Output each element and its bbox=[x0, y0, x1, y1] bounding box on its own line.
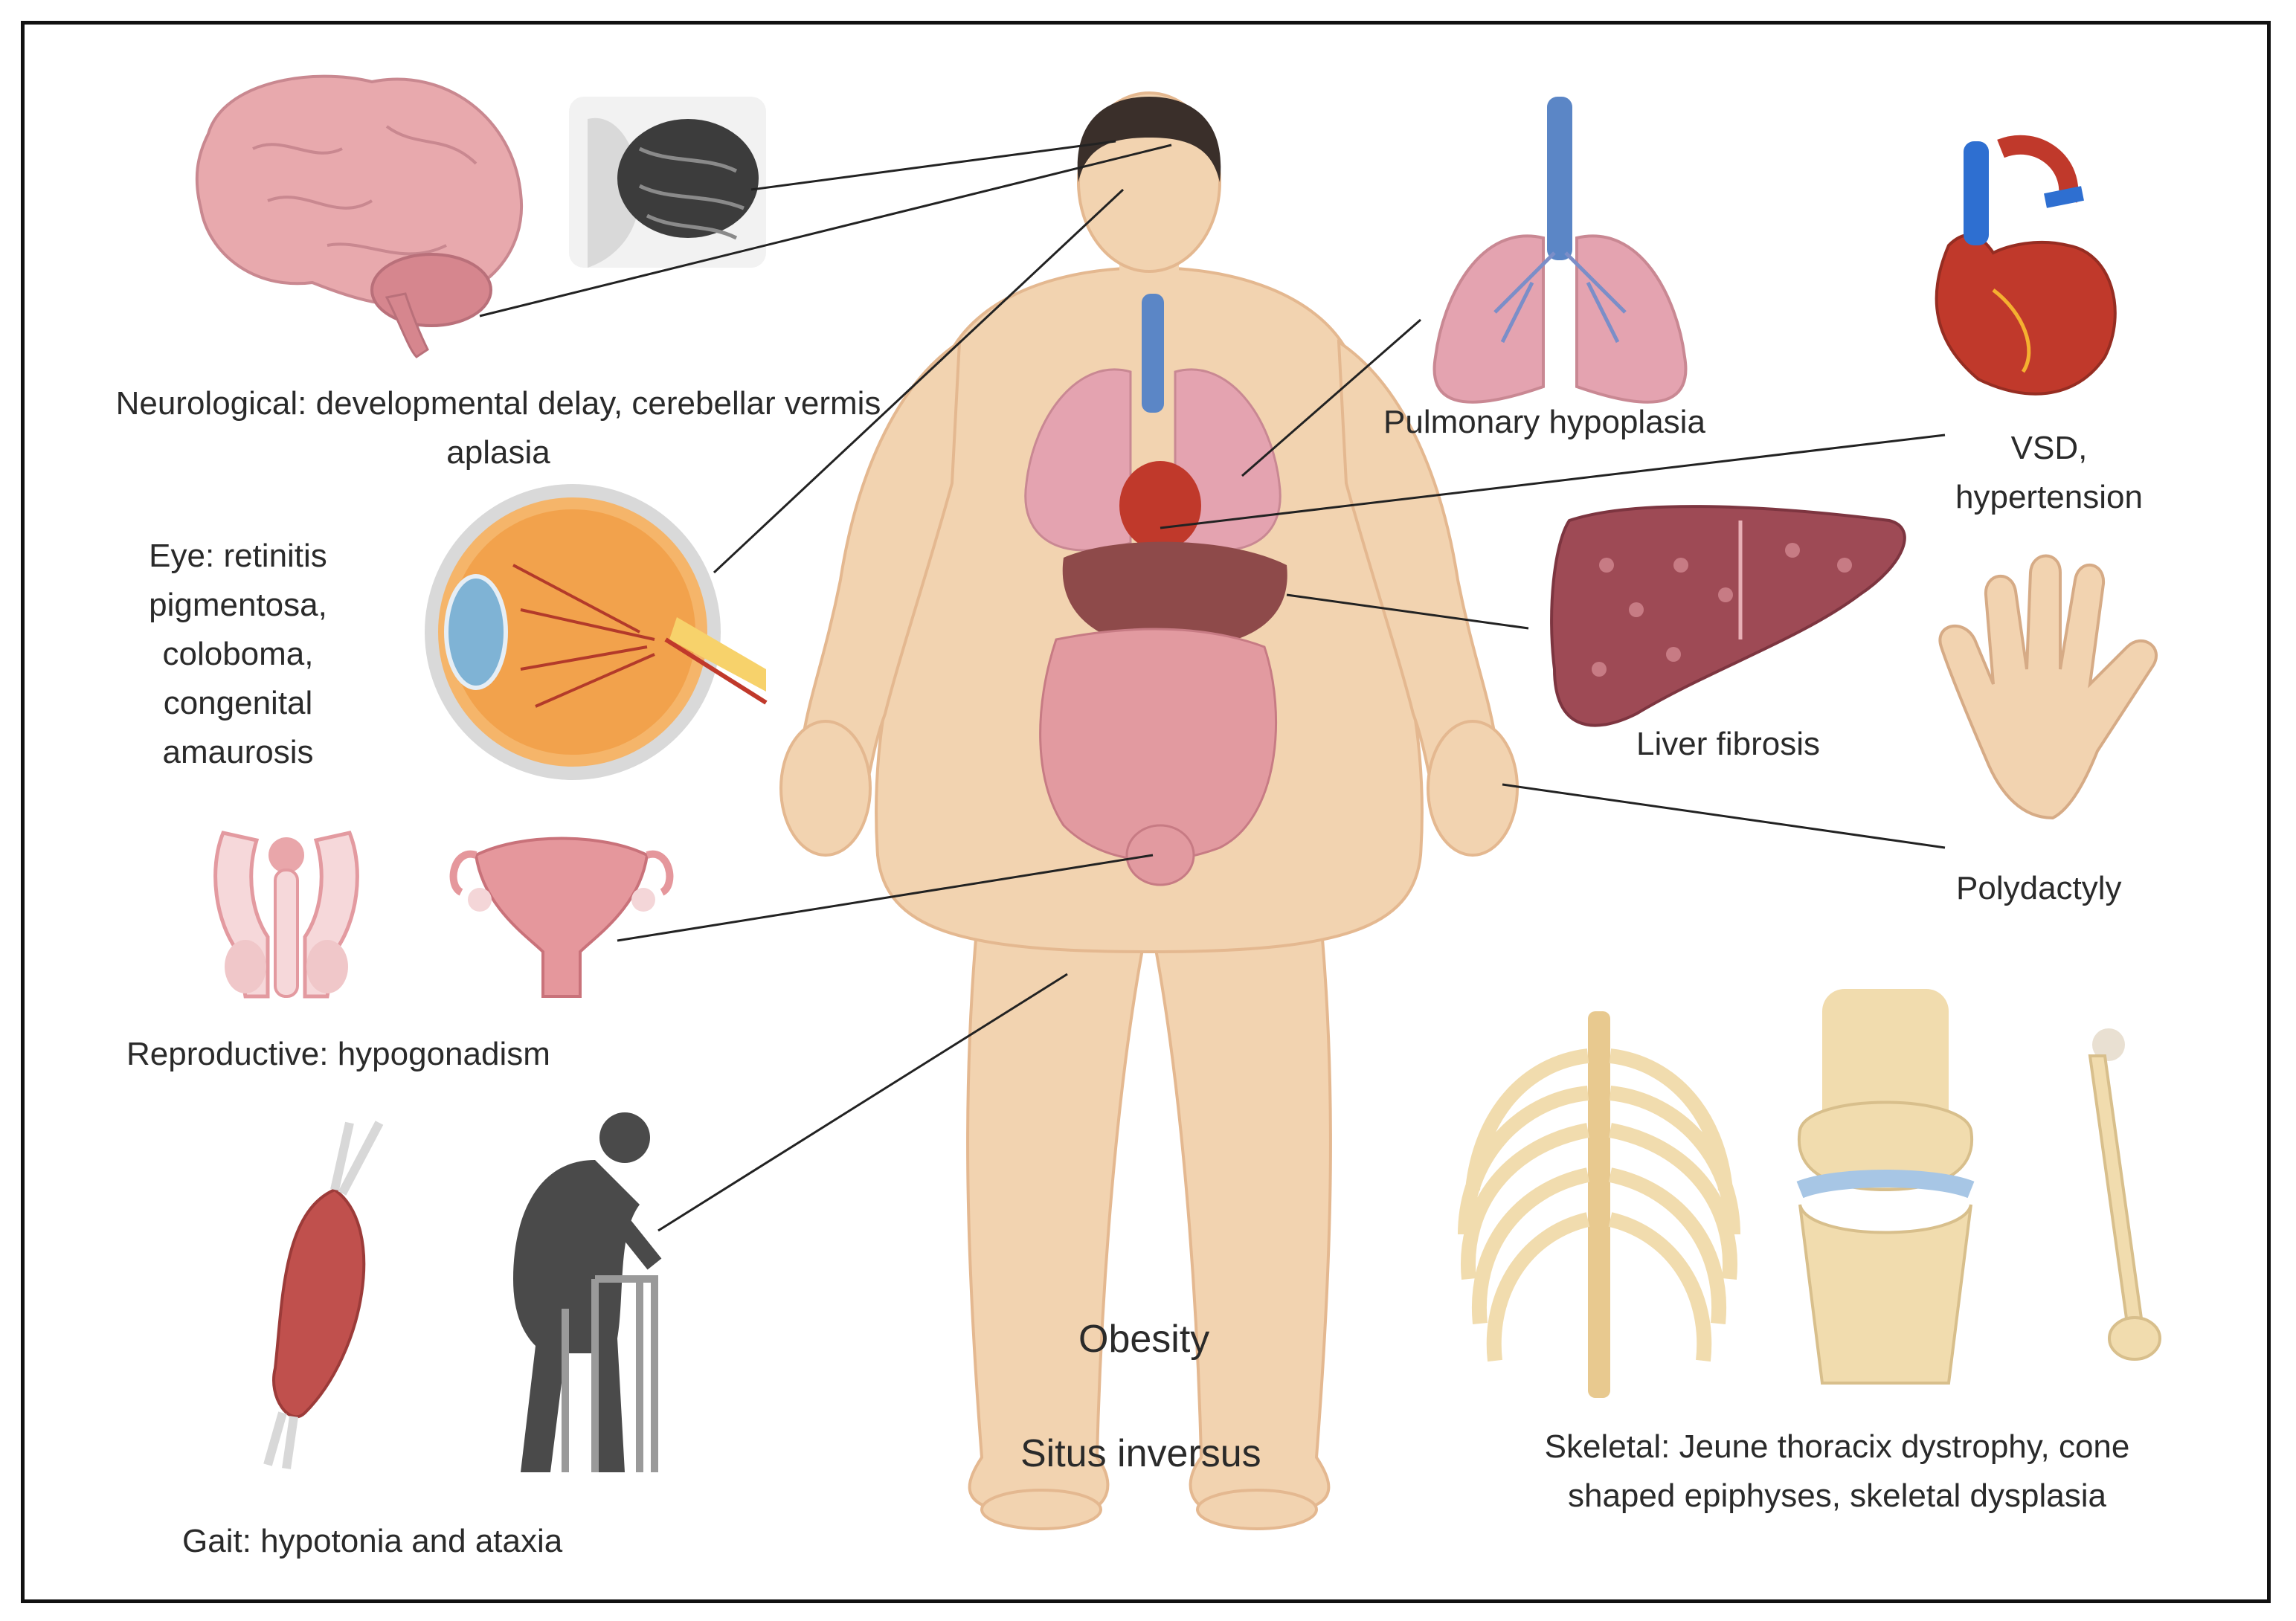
reproductive-label: Reproductive: hypogonadism bbox=[126, 1036, 550, 1072]
neurological-label: Neurological: developmental delay, cereb… bbox=[115, 385, 881, 471]
liver-label: Liver fibrosis bbox=[1636, 726, 1820, 762]
ribcage-icon bbox=[1458, 1011, 1740, 1398]
eye-icon bbox=[425, 484, 768, 780]
leader-line-gait bbox=[657, 973, 1068, 1232]
heart-icon bbox=[1935, 135, 2117, 396]
male-reproductive-icon bbox=[213, 831, 359, 999]
leader-line-reproductive bbox=[617, 854, 1154, 942]
muscle-icon bbox=[263, 1121, 384, 1469]
leader-lines bbox=[479, 140, 1946, 1232]
hand-icon bbox=[1938, 554, 2158, 820]
leader-line-cardiac bbox=[1160, 434, 1946, 529]
femur-icon bbox=[2088, 1028, 2161, 1361]
knee-joint-icon bbox=[1796, 989, 1975, 1385]
leader-line-brain bbox=[479, 144, 1172, 318]
cerebellum-mri-icon bbox=[569, 97, 766, 268]
cardiac-label: VSD, hypertension bbox=[1955, 430, 2143, 515]
leader-line-polydactyly bbox=[1502, 783, 1946, 849]
leader-line-eye bbox=[713, 188, 1125, 574]
polydactyly-label: Polydactyly bbox=[1956, 870, 2122, 906]
obesity-label: Obesity bbox=[1078, 1318, 1210, 1361]
walker-person-icon bbox=[513, 1112, 662, 1472]
body-organs bbox=[1024, 294, 1287, 886]
leader-line-pulmonary bbox=[1241, 318, 1421, 477]
gait-label: Gait: hypotonia and ataxia bbox=[182, 1523, 563, 1559]
leader-line-mri bbox=[750, 140, 1116, 191]
leader-line-liver bbox=[1286, 593, 1529, 630]
brain-icon bbox=[195, 74, 524, 358]
situs-inversus-label: Situs inversus bbox=[1020, 1432, 1261, 1475]
skeletal-label: Skeletal: Jeune thoracix dystrophy, cone… bbox=[1544, 1428, 2130, 1514]
lungs-icon bbox=[1432, 97, 1688, 404]
pulmonary-label: Pulmonary hypoplasia bbox=[1383, 404, 1705, 440]
eye-label: Eye: retinitis pigmentosa, coloboma, con… bbox=[149, 538, 327, 770]
liver-icon bbox=[1550, 505, 1906, 727]
uterus-icon bbox=[449, 837, 674, 998]
